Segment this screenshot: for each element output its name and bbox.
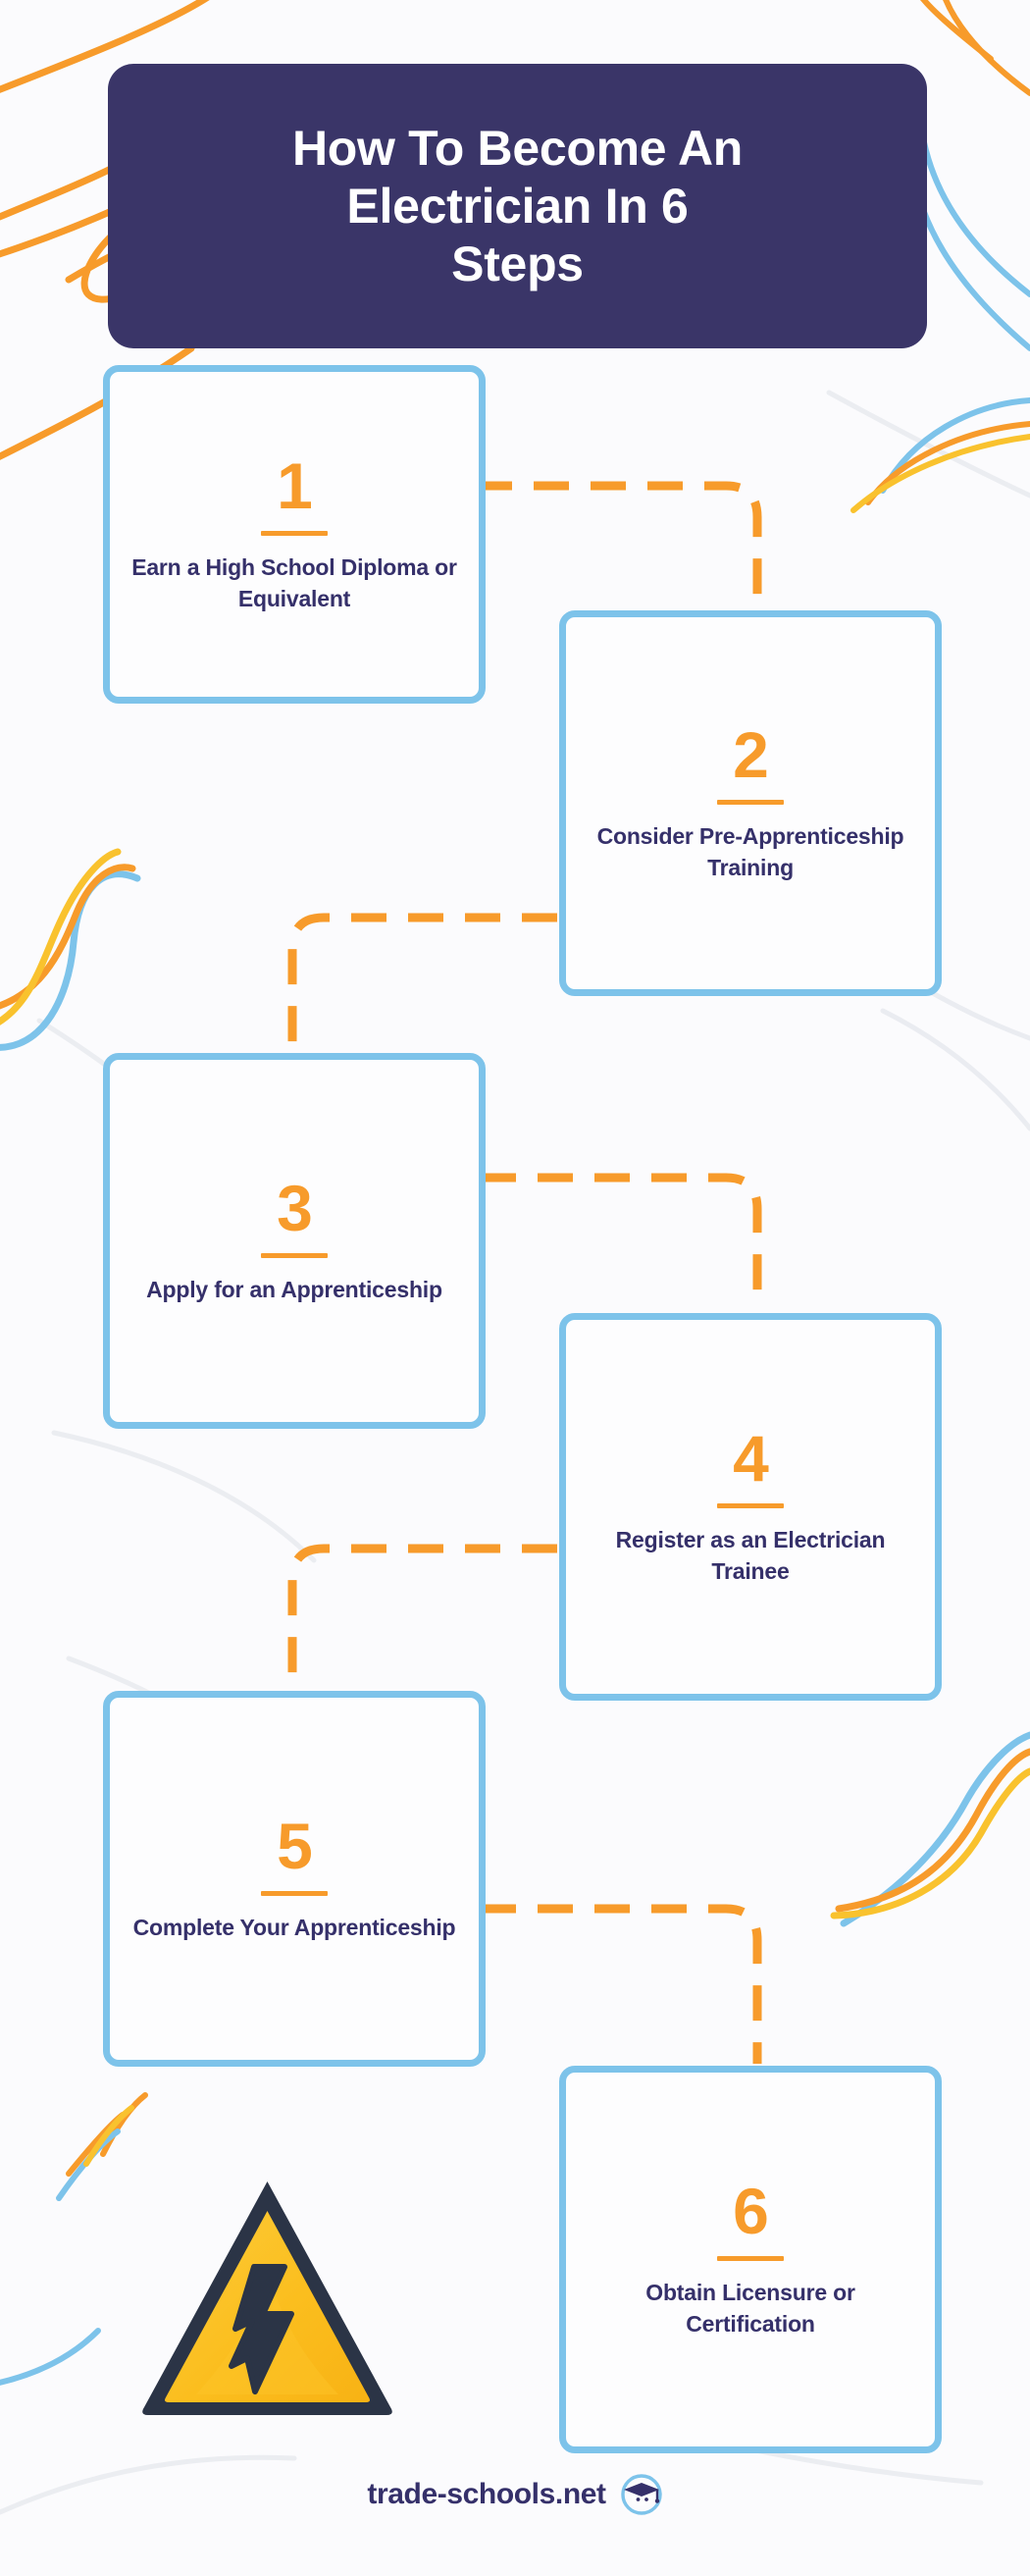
step-number: 3 — [277, 1172, 313, 1245]
step-divider — [261, 531, 328, 537]
step-card-2[interactable]: 2 Consider Pre-Apprenticeship Training — [559, 610, 942, 996]
step-label: Earn a High School Diploma or Equivalent — [131, 554, 457, 611]
step-number: 5 — [277, 1810, 313, 1883]
step-number: 2 — [733, 718, 769, 792]
electrical-hazard-triangle-icon — [142, 2182, 392, 2415]
page-title: How To Become An Electrician In 6 Steps — [291, 120, 744, 291]
graduation-cap-logo — [620, 2474, 662, 2515]
step-divider — [717, 1503, 784, 1509]
step-divider — [717, 800, 784, 806]
infographic-header: How To Become An Electrician In 6 Steps — [108, 64, 927, 348]
brand-name[interactable]: trade-schools.net — [367, 2478, 606, 2510]
step-number: 6 — [733, 2175, 769, 2248]
step-label: Consider Pre-Apprenticeship Training — [596, 823, 904, 880]
step-card-5[interactable]: 5 Complete Your Apprenticeship — [103, 1691, 486, 2067]
step-label: Complete Your Apprenticeship — [132, 1915, 456, 1941]
step-divider — [261, 1891, 328, 1897]
step-label: Apply for an Apprenticeship — [146, 1277, 442, 1303]
step-card-6[interactable]: 6 Obtain Licensure or Certification — [559, 2066, 942, 2453]
step-label: Register as an Electrician Trainee — [615, 1527, 886, 1584]
footer-branding: trade-schools.net — [0, 2473, 1030, 2516]
step-divider — [717, 2256, 784, 2262]
step-card-1[interactable]: 1 Earn a High School Diploma or Equivale… — [103, 365, 486, 704]
step-number: 1 — [277, 449, 313, 523]
step-card-3[interactable]: 3 Apply for an Apprenticeship — [103, 1053, 486, 1429]
step-card-4[interactable]: 4 Register as an Electrician Trainee — [559, 1313, 942, 1701]
step-label: Obtain Licensure or Certification — [645, 2280, 855, 2337]
step-divider — [261, 1253, 328, 1259]
step-number: 4 — [733, 1422, 769, 1496]
